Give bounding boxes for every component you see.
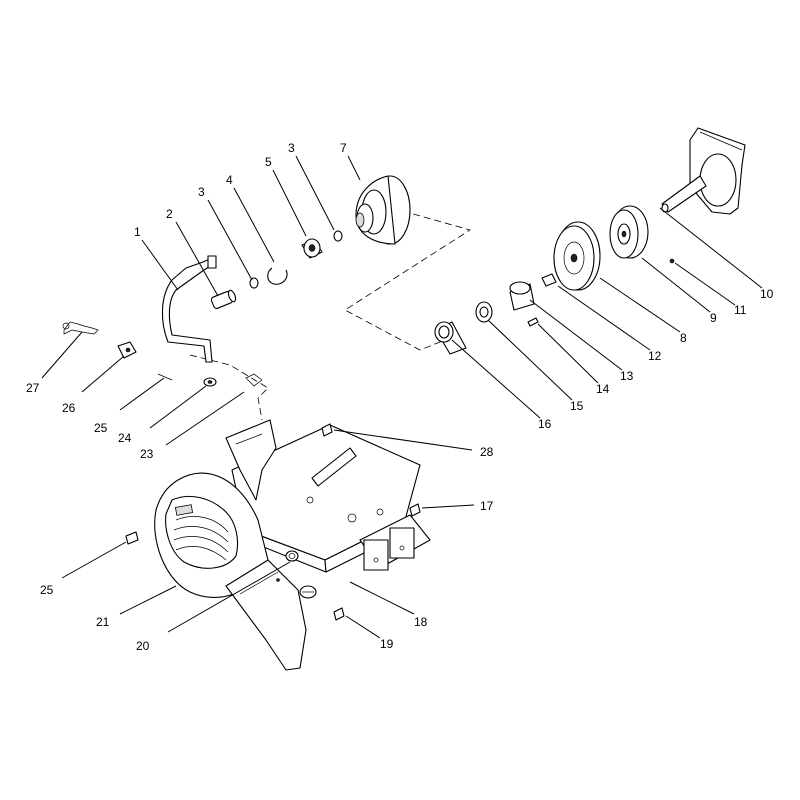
engine-housing — [689, 127, 746, 215]
callout-4: 4 — [226, 173, 233, 187]
bushing-13 — [509, 281, 535, 311]
pulley-8 — [553, 221, 601, 291]
washer-15 — [475, 301, 493, 323]
callout-23: 23 — [140, 447, 154, 461]
callout-8: 8 — [680, 331, 687, 345]
washer-3-right — [333, 230, 343, 242]
screw-14 — [527, 317, 539, 327]
callout-17: 17 — [480, 499, 494, 513]
spacer-5 — [301, 238, 323, 259]
callout-16: 16 — [538, 417, 552, 431]
spring-27 — [62, 321, 99, 335]
callout-10: 10 — [760, 287, 774, 301]
screw-19 — [333, 607, 345, 621]
callout-3: 3 — [288, 141, 295, 155]
leader-lines — [41, 155, 763, 639]
upper-bracket — [225, 419, 277, 501]
callout-labels: 1 2 3 4 5 3 7 10 11 9 8 12 13 14 15 16 2… — [26, 141, 774, 653]
callout-11: 11 — [734, 303, 747, 317]
callout-7: 7 — [340, 141, 347, 155]
washer-3-left — [249, 277, 259, 289]
axle-shaft — [311, 447, 357, 487]
retaining-ring-4 — [267, 267, 288, 285]
callout-18: 18 — [414, 615, 428, 629]
callout-9: 9 — [710, 311, 717, 325]
side-plate-18 — [359, 514, 431, 571]
callout-24: 24 — [118, 431, 132, 445]
spacer-16 — [434, 321, 467, 355]
idler-arm — [161, 255, 217, 363]
callout-3: 3 — [198, 185, 205, 199]
dot-hole — [276, 578, 280, 582]
callout-19: 19 — [380, 637, 394, 651]
callout-25: 25 — [40, 583, 54, 597]
callout-26: 26 — [62, 401, 76, 415]
idler-pulley-7 — [355, 175, 411, 245]
bracket-26 — [117, 341, 137, 359]
mounting-frame — [231, 424, 421, 573]
bushing-2 — [210, 289, 237, 309]
callout-2: 2 — [166, 207, 173, 221]
key-11 — [669, 258, 675, 264]
callout-21: 21 — [96, 615, 110, 629]
gasket-20 — [285, 550, 299, 562]
discharge-chute-21 — [154, 472, 269, 598]
clip-23 — [245, 373, 263, 387]
callout-15: 15 — [570, 399, 584, 413]
key-12 — [541, 273, 557, 287]
bumper-25 — [125, 531, 139, 545]
callout-12: 12 — [648, 349, 662, 363]
callout-20: 20 — [136, 639, 150, 653]
bolt-28 — [321, 423, 333, 437]
bolt-17 — [409, 503, 421, 517]
pulley-9 — [609, 205, 649, 259]
callout-28: 28 — [480, 445, 494, 459]
callout-5: 5 — [265, 155, 272, 169]
callout-25: 25 — [94, 421, 108, 435]
washer-24 — [203, 377, 217, 387]
callout-27: 27 — [26, 381, 40, 395]
callout-14: 14 — [596, 382, 610, 396]
callout-13: 13 — [620, 369, 634, 383]
pin-25 — [157, 373, 173, 381]
knob-20 — [299, 585, 317, 599]
crankshaft — [661, 175, 707, 213]
callout-1: 1 — [134, 225, 141, 239]
